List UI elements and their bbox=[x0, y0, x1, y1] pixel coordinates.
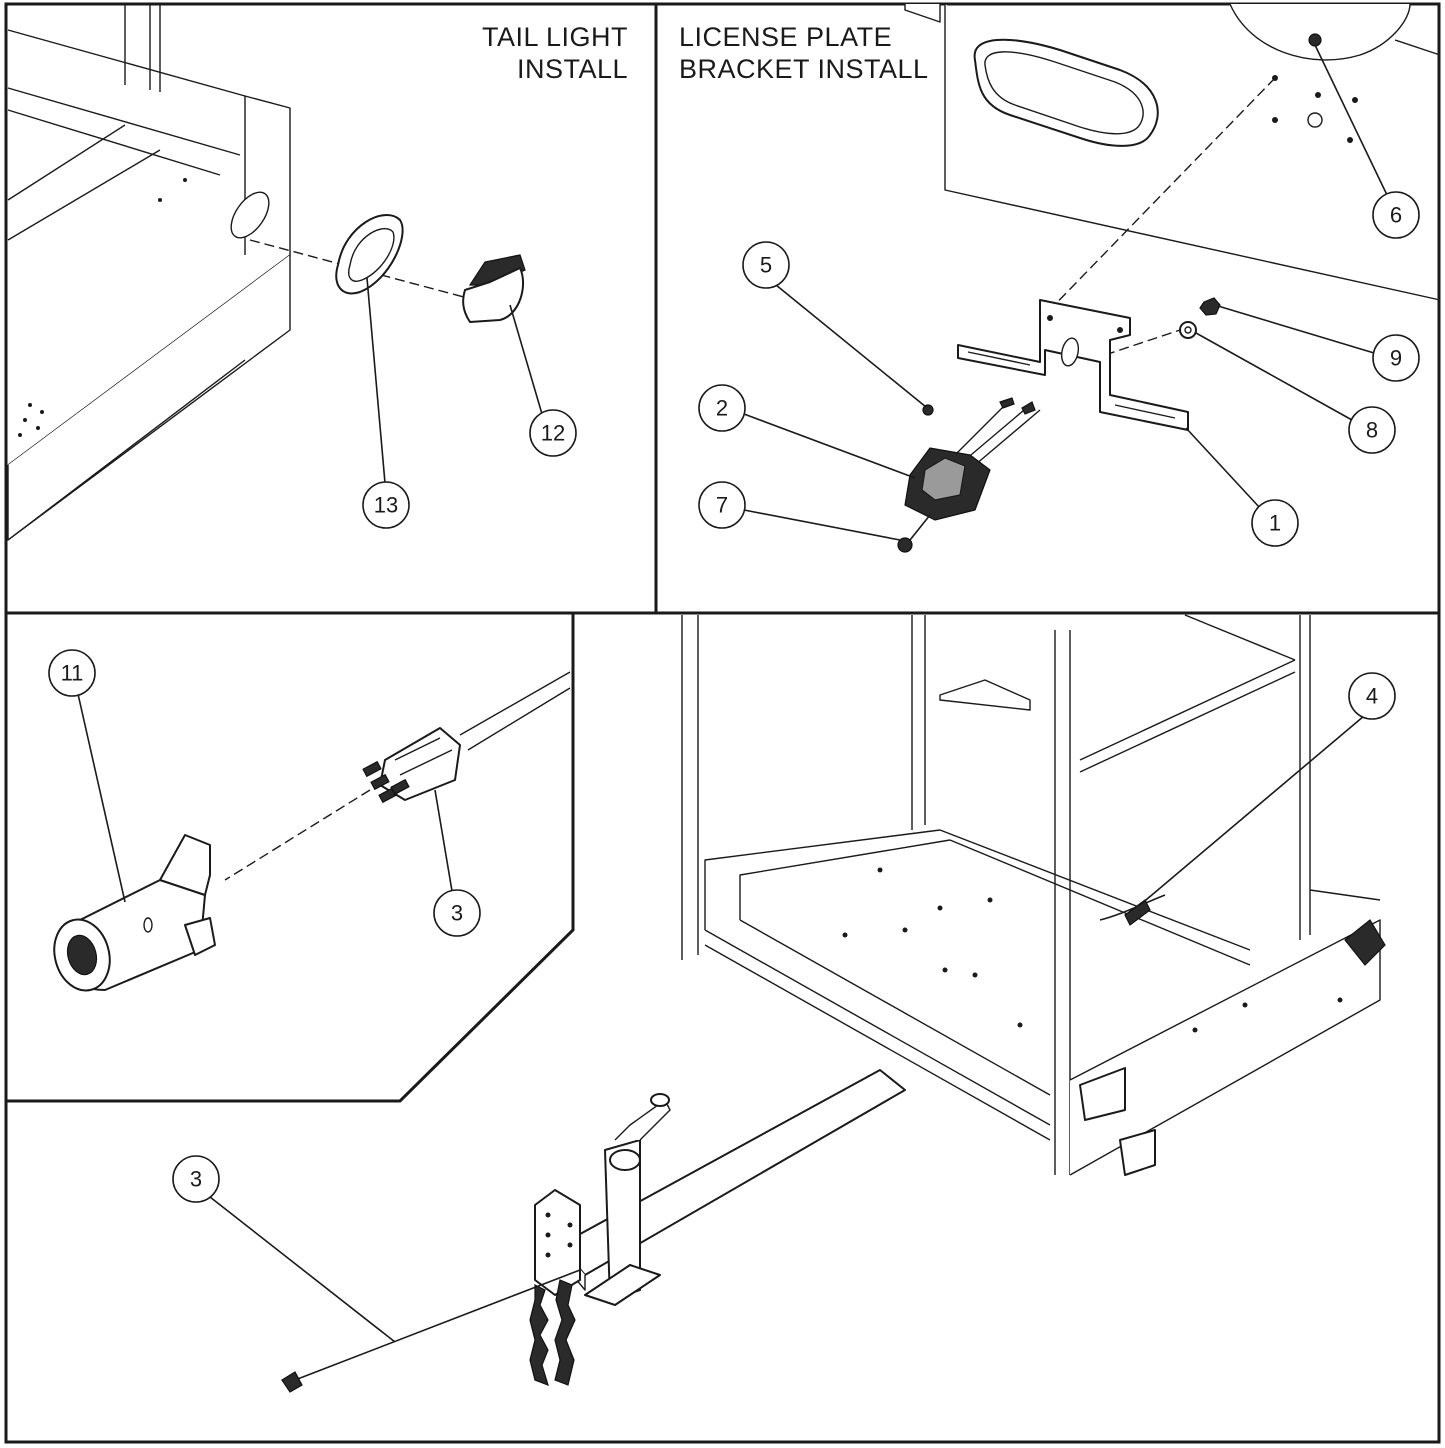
panel-frames bbox=[4, 2, 1441, 1444]
callout-3-detail-number: 3 bbox=[451, 901, 463, 926]
callout-8: 8 bbox=[1195, 332, 1396, 454]
tail-light-axis bbox=[249, 239, 476, 301]
nut-9 bbox=[1199, 297, 1221, 316]
bed-rear-edge bbox=[939, 829, 1251, 966]
tail-light-title-line2: INSTALL bbox=[517, 54, 628, 84]
license-plate-bracket bbox=[957, 299, 1189, 431]
callout-11-number: 11 bbox=[61, 661, 84, 686]
safety-chains bbox=[529, 1279, 576, 1386]
hitch-connector-detail bbox=[53, 671, 571, 992]
panel-edge bbox=[7, 359, 246, 541]
tail-light bbox=[462, 254, 526, 323]
license-light bbox=[904, 397, 1041, 521]
wiring-cable bbox=[294, 1269, 581, 1381]
hitch-detail-border bbox=[6, 613, 575, 1103]
callout-3-main: 3 bbox=[172, 1155, 396, 1343]
callout-11: 11 bbox=[48, 649, 126, 903]
wheel-line bbox=[1394, 39, 1441, 56]
plug-3 bbox=[362, 727, 461, 804]
tail-light-cutout bbox=[230, 191, 270, 239]
top-cross-bar bbox=[1079, 614, 1296, 773]
grommet bbox=[335, 214, 404, 295]
frame-rails bbox=[7, 87, 241, 176]
callout-5: 5 bbox=[742, 241, 927, 408]
license-plate-panel-title: LICENSE PLATE BRACKET INSTALL bbox=[679, 22, 929, 84]
cable bbox=[459, 671, 571, 751]
license-plate-illustration bbox=[897, 3, 1441, 553]
callout-1: 1 bbox=[1185, 427, 1299, 547]
callout-8-number: 8 bbox=[1366, 418, 1378, 443]
corner-posts bbox=[681, 615, 1311, 1175]
callout-6: 6 bbox=[1314, 44, 1420, 239]
callout-13-number: 13 bbox=[374, 493, 398, 518]
cable-plug bbox=[281, 1371, 303, 1393]
screw-7 bbox=[897, 514, 931, 553]
nut-6 bbox=[1308, 33, 1322, 47]
frame-cross-members bbox=[7, 124, 161, 241]
callout-3-detail: 3 bbox=[433, 789, 481, 937]
callout-3-main-number: 3 bbox=[190, 1167, 202, 1192]
callout-9-number: 9 bbox=[1390, 346, 1402, 371]
callout-12-number: 12 bbox=[541, 421, 565, 446]
tail-light-title-line1: TAIL LIGHT bbox=[482, 22, 628, 52]
trailer-illustration bbox=[281, 614, 1386, 1393]
callout-1-number: 1 bbox=[1269, 511, 1281, 536]
rear-bracket bbox=[1119, 1129, 1156, 1176]
tail-light-illustration bbox=[7, 4, 526, 541]
callout-6-number: 6 bbox=[1390, 203, 1402, 228]
callout-9: 9 bbox=[1217, 305, 1420, 382]
bracket-axis bbox=[1039, 77, 1276, 321]
callout-2-number: 2 bbox=[716, 396, 728, 421]
callout-7-number: 7 bbox=[716, 493, 728, 518]
socket-11 bbox=[53, 834, 216, 992]
side-light bbox=[1344, 919, 1386, 966]
callout-4-number: 4 bbox=[1366, 684, 1378, 709]
callout-5-number: 5 bbox=[760, 253, 772, 278]
callout-2: 2 bbox=[698, 384, 916, 479]
callout-4: 4 bbox=[1139, 672, 1396, 906]
wheel-arc bbox=[1229, 3, 1411, 61]
bed-front-edge bbox=[704, 919, 1051, 1141]
license-plate-title-line1: LICENSE PLATE bbox=[679, 22, 892, 52]
top-shelf bbox=[939, 679, 1031, 711]
nut-axis bbox=[1104, 329, 1181, 356]
panel-tab bbox=[904, 4, 941, 23]
callout-12: 12 bbox=[509, 304, 577, 457]
corner-bracket bbox=[1079, 1067, 1126, 1121]
callout-7: 7 bbox=[698, 481, 901, 541]
tail-light-panel-title: TAIL LIGHT INSTALL bbox=[482, 22, 628, 84]
wire-harness bbox=[1099, 894, 1166, 921]
outer-border bbox=[4, 2, 1441, 1444]
license-plate-title-line2: BRACKET INSTALL bbox=[679, 54, 929, 84]
frame-upright bbox=[124, 4, 161, 92]
panel-light-opening bbox=[973, 38, 1159, 147]
tongue-jack bbox=[584, 1093, 671, 1306]
side-rail bbox=[1069, 919, 1381, 1176]
callout-13: 13 bbox=[362, 277, 410, 529]
connector-axis bbox=[224, 789, 371, 881]
bed-left-edge bbox=[704, 829, 951, 930]
